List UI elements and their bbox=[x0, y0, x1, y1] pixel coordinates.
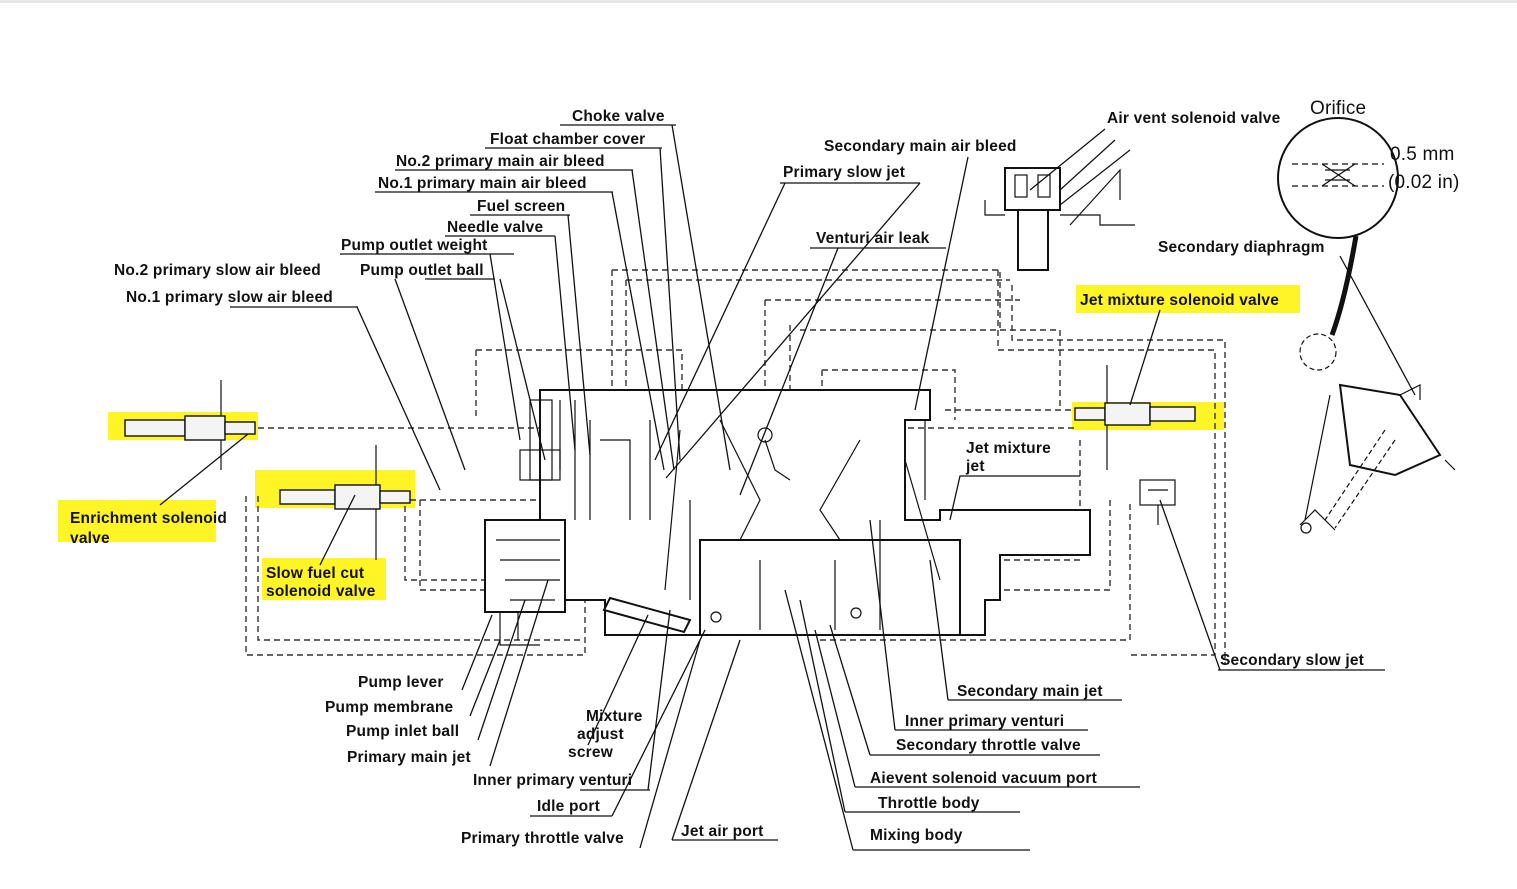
jet-mixture-solenoid-valve bbox=[1074, 365, 1196, 470]
label-no1-primary-main-air-bleed: No.1 primary main air bleed bbox=[378, 175, 587, 192]
label-fuel-screen: Fuel screen bbox=[477, 198, 565, 215]
secondary-diaphragm bbox=[1299, 383, 1456, 534]
label-orifice-size-in: (0.02 in) bbox=[1388, 172, 1460, 193]
label-choke-valve: Choke valve bbox=[572, 108, 665, 125]
label-aievent-solenoid-vacuum-port: Aievent solenoid vacuum port bbox=[870, 770, 1097, 787]
label-pump-inlet-ball: Pump inlet ball bbox=[346, 723, 459, 740]
label-enrichment-solenoid-1: Enrichment solenoid bbox=[70, 510, 227, 527]
highlight-enrichment-label bbox=[58, 500, 216, 542]
label-venturi-air-leak: Venturi air leak bbox=[816, 230, 930, 247]
air-vent-solenoid-valve bbox=[984, 139, 1135, 271]
pump-housing bbox=[484, 519, 566, 613]
label-mixture-adjust-screw-1: Mixture bbox=[586, 708, 643, 725]
label-slow-fuel-cut-2: solenoid valve bbox=[266, 583, 376, 600]
label-secondary-diaphragm: Secondary diaphragm bbox=[1158, 239, 1325, 256]
leader-lines bbox=[159, 124, 1416, 851]
label-no2-primary-main-air-bleed: No.2 primary main air bleed bbox=[396, 153, 605, 170]
orifice-callout bbox=[1277, 117, 1399, 371]
top-border bbox=[0, 0, 1517, 3]
highlight-jet-mixture-label bbox=[1076, 285, 1300, 313]
label-jet-air-port: Jet air port bbox=[681, 823, 764, 840]
label-throttle-body: Throttle body bbox=[878, 795, 980, 812]
mixing-chamber bbox=[699, 539, 961, 636]
label-needle-valve: Needle valve bbox=[447, 219, 544, 236]
label-idle-port: Idle port bbox=[537, 798, 600, 815]
highlight-slow-fuel-cut-label bbox=[262, 558, 386, 600]
label-float-chamber-cover: Float chamber cover bbox=[490, 131, 645, 148]
highlights bbox=[58, 285, 1300, 600]
label-no2-primary-slow-air-bleed: No.2 primary slow air bleed bbox=[114, 262, 321, 279]
label-primary-slow-jet: Primary slow jet bbox=[783, 164, 905, 181]
label-inner-primary-venturi-left: Inner primary venturi bbox=[473, 772, 632, 789]
label-secondary-main-air-bleed: Secondary main air bleed bbox=[824, 138, 1017, 155]
secondary-slow-jet-fixture bbox=[1139, 479, 1176, 525]
label-no1-primary-slow-air-bleed: No.1 primary slow air bleed bbox=[126, 289, 333, 306]
label-jet-mixture-solenoid-valve: Jet mixture solenoid valve bbox=[1080, 292, 1279, 309]
label-inner-primary-venturi-right: Inner primary venturi bbox=[905, 713, 1064, 730]
label-primary-main-jet: Primary main jet bbox=[347, 749, 471, 766]
label-primary-throttle-valve: Primary throttle valve bbox=[461, 830, 624, 847]
label-slow-fuel-cut-1: Slow fuel cut bbox=[266, 565, 364, 582]
label-secondary-main-jet: Secondary main jet bbox=[957, 683, 1103, 700]
label-jet-mixture-jet-1: Jet mixture bbox=[966, 440, 1051, 457]
carburetor-body bbox=[484, 389, 1091, 646]
label-orifice: Orifice bbox=[1310, 98, 1366, 119]
label-secondary-throttle-valve: Secondary throttle valve bbox=[896, 737, 1081, 754]
label-mixing-body: Mixing body bbox=[870, 827, 963, 844]
label-pump-membrane: Pump membrane bbox=[325, 699, 454, 716]
enrichment-solenoid-valve bbox=[124, 380, 256, 470]
slow-fuel-cut-solenoid-valve bbox=[279, 445, 411, 560]
label-mixture-adjust-screw-2: adjust bbox=[577, 726, 624, 743]
label-pump-lever: Pump lever bbox=[358, 674, 444, 691]
label-enrichment-solenoid-2: valve bbox=[70, 530, 110, 547]
label-secondary-slow-jet: Secondary slow jet bbox=[1220, 652, 1364, 669]
label-pump-outlet-ball: Pump outlet ball bbox=[360, 262, 484, 279]
label-orifice-size-mm: 0.5 mm bbox=[1390, 144, 1455, 165]
label-underlines bbox=[230, 124, 1385, 851]
label-mixture-adjust-screw-3: screw bbox=[568, 744, 614, 761]
label-air-vent-solenoid-valve: Air vent solenoid valve bbox=[1107, 110, 1281, 127]
label-pump-outlet-weight: Pump outlet weight bbox=[341, 237, 488, 254]
labels: Choke valve Float chamber cover No.2 pri… bbox=[70, 98, 1460, 847]
label-jet-mixture-jet-2: jet bbox=[965, 458, 985, 475]
